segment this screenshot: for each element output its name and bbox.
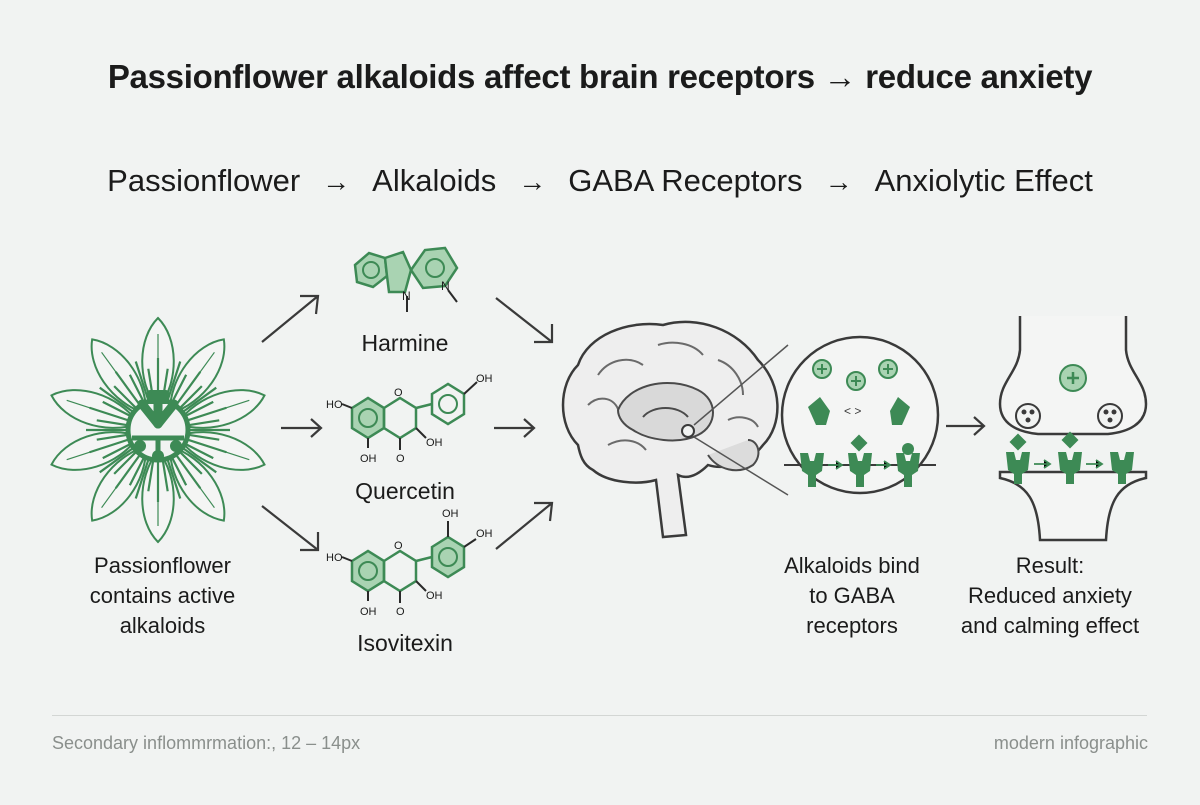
atom-label: OH xyxy=(442,508,459,520)
atom-label: O xyxy=(394,540,403,552)
arrow-to-harmine xyxy=(261,294,320,343)
atom-label: O xyxy=(396,606,405,618)
compound-name-quercetin: Quercetin xyxy=(355,478,455,504)
result-caption: Result: Reduced anxiety and calming effe… xyxy=(935,551,1165,641)
result-caption-line: Result: xyxy=(1015,553,1085,578)
passionflower-icon xyxy=(50,316,266,544)
brain-icon xyxy=(561,320,789,539)
flower-caption-line: contains active xyxy=(89,583,236,608)
compound-name-isovitexin: Isovitexin xyxy=(357,630,453,656)
flow-step-anxiolytic-effect: Anxiolytic Effect xyxy=(874,163,1093,198)
flow-arrow: → xyxy=(322,166,351,197)
result-caption-line: and calming effect xyxy=(960,613,1140,638)
atom-label: OH xyxy=(476,373,493,385)
atom-label: HO xyxy=(326,552,343,564)
atom-label: OH xyxy=(360,606,377,618)
receptor-zoom-icon: < > xyxy=(780,335,940,495)
atom-label: OH xyxy=(426,590,443,602)
flow-step-gaba-receptors: GABA Receptors xyxy=(568,163,803,198)
svg-text:< >: < > xyxy=(844,404,861,418)
footer-divider xyxy=(52,715,1147,716)
bind-caption-line: Alkaloids bind xyxy=(784,553,920,578)
synapse-icon xyxy=(998,316,1148,542)
compound-name-harmine: Harmine xyxy=(361,330,449,356)
bind-caption-line: to GABA xyxy=(809,583,895,608)
flow-arrow: → xyxy=(518,166,547,197)
arrow-isovitexin-to-brain xyxy=(495,501,554,550)
result-caption-line: Reduced anxiety xyxy=(968,583,1132,608)
arrow-harmine-to-brain xyxy=(495,297,554,344)
quercetin-structure-icon: HO OH OH OH O O xyxy=(326,373,493,465)
flow-step-passionflower: Passionflower xyxy=(107,163,301,198)
atom-label: N xyxy=(441,279,450,293)
flow-arrow: → xyxy=(824,166,853,197)
arrow-quercetin-to-brain xyxy=(494,418,536,438)
atom-label: OH xyxy=(476,528,493,540)
isovitexin-structure-icon: HO OH OH OH OH O O xyxy=(326,508,493,618)
atom-label: O xyxy=(396,453,405,465)
footer-tag: modern infographic xyxy=(993,733,1148,753)
atom-label: O xyxy=(394,387,403,399)
atom-label: N xyxy=(402,289,411,303)
atom-label: HO xyxy=(326,399,343,411)
atom-label: OH xyxy=(360,453,377,465)
process-flow: Passionflower → Alkaloids → GABA Receptors → A… xyxy=(0,163,1200,199)
page-title: Passionflower alkaloids affect brain rec… xyxy=(107,58,1093,95)
atom-label: OH xyxy=(426,437,443,449)
flower-caption-line: alkaloids xyxy=(119,613,206,638)
harmine-structure-icon: N N xyxy=(353,246,459,312)
bind-caption: Alkaloids bind to GABA receptors xyxy=(762,551,942,641)
arrow-to-isovitexin xyxy=(261,505,320,552)
flower-caption: Passionflower contains active alkaloids xyxy=(55,551,270,641)
arrow-to-synapse xyxy=(946,416,986,436)
flow-step-alkaloids: Alkaloids xyxy=(372,163,497,198)
bind-caption-line: receptors xyxy=(806,613,898,638)
flower-caption-line: Passionflower xyxy=(94,553,231,578)
footer-note: Secondary inflommrmation:, 12 – 14px xyxy=(52,733,361,753)
arrow-to-quercetin xyxy=(281,418,323,438)
